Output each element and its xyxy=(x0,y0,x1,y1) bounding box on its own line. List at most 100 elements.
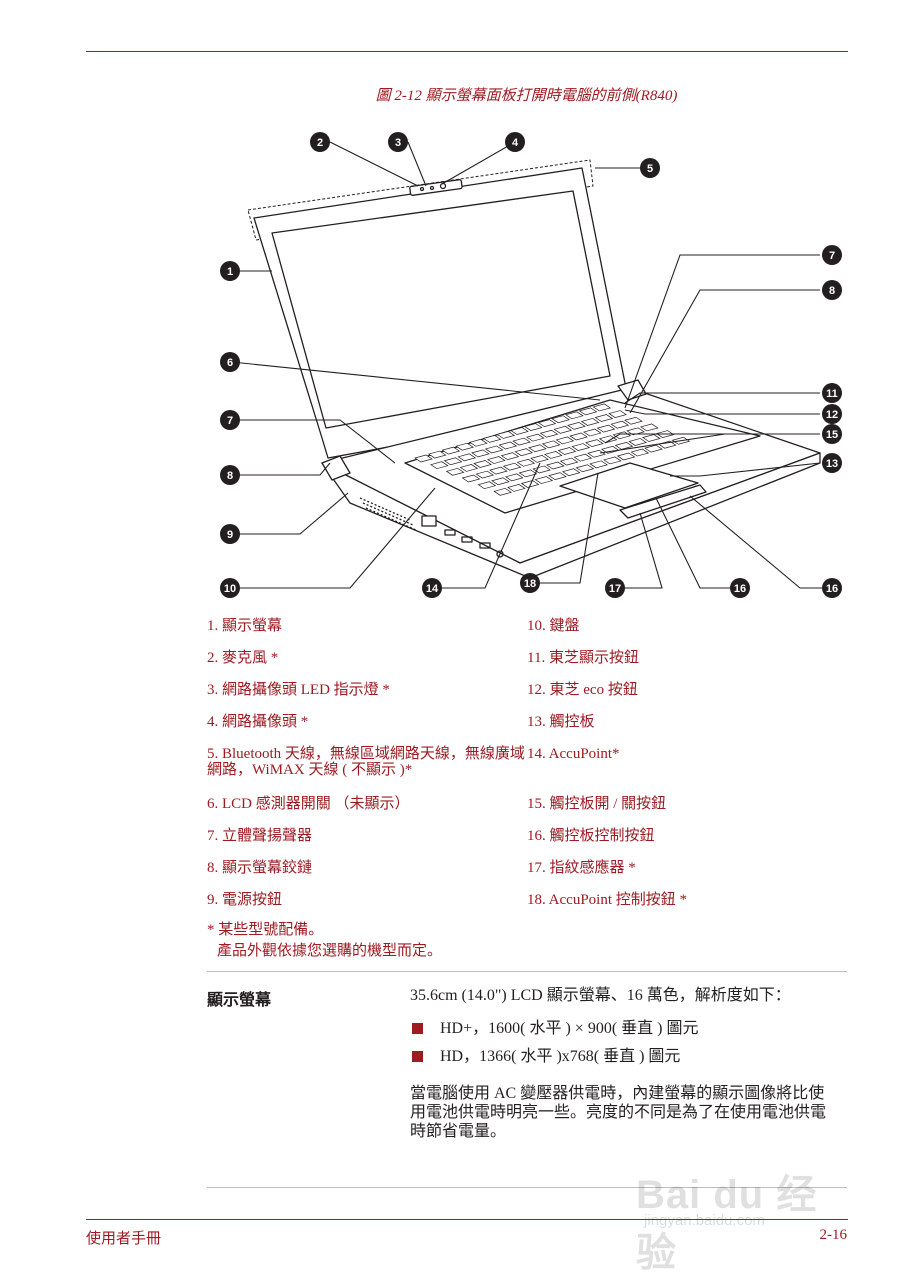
callout-number: 17 xyxy=(609,583,621,595)
screen-area xyxy=(271,190,611,429)
key xyxy=(578,407,598,416)
callout-number: 3 xyxy=(395,137,401,149)
model-note: * 某些型號配備。 產品外觀依據您選購的機型而定。 xyxy=(207,920,442,962)
key xyxy=(477,481,497,490)
callout-circle xyxy=(822,453,842,473)
callout-marker: 13 xyxy=(822,453,842,473)
callout-marker: 14 xyxy=(422,578,442,598)
key xyxy=(516,458,536,467)
callout-marker: 7 xyxy=(220,410,240,430)
callout-number: 5 xyxy=(647,163,653,175)
key xyxy=(548,472,567,480)
legend-item: 11. 東芝顯示按鈕 xyxy=(527,650,639,666)
legend-item: 6. LCD 感測器開關 （未顯示） xyxy=(207,796,410,812)
legend-item: 10. 鍵盤 xyxy=(527,618,580,634)
callout-marker: 15 xyxy=(822,424,842,444)
key xyxy=(567,422,586,430)
callout-marker: 16 xyxy=(730,578,750,598)
key xyxy=(543,451,563,459)
spec-intro: 35.6cm (14.0") LCD 顯示螢幕、16 萬色，解析度如下： xyxy=(410,987,791,1004)
usb-port-2 xyxy=(461,536,473,543)
key xyxy=(624,416,643,425)
callout-marker: 8 xyxy=(220,465,240,485)
usb-port-3 xyxy=(479,542,491,549)
key xyxy=(630,448,650,457)
callout-circle xyxy=(822,245,842,265)
touchpad-buttons xyxy=(619,484,707,519)
leader-lines xyxy=(231,141,830,589)
key xyxy=(594,414,614,422)
callout-number: 2 xyxy=(317,137,323,149)
key xyxy=(555,436,575,445)
key xyxy=(469,438,488,447)
key xyxy=(571,443,591,451)
bullet-square-icon xyxy=(412,1051,423,1062)
figure-caption: 圖 2-12 顯示螢幕面板打開時電腦的前側(R840) xyxy=(375,88,678,104)
key xyxy=(532,465,552,474)
key xyxy=(520,480,540,488)
component-legend: 1. 顯示螢幕 10. 鍵盤 2. 麥克風 * 11. 東芝顯示按鈕 3. 網路… xyxy=(207,618,847,912)
callout-number: 8 xyxy=(227,470,233,482)
laptop-drawing xyxy=(247,159,821,579)
callout-marker: 6 xyxy=(220,352,240,372)
section-divider xyxy=(207,1187,847,1188)
key xyxy=(457,453,477,462)
key xyxy=(459,464,479,472)
callout-circle xyxy=(822,578,842,598)
callout-circle xyxy=(388,132,408,152)
callout-circle xyxy=(640,158,660,178)
side-vents xyxy=(359,497,417,531)
footer-rule xyxy=(86,1219,848,1220)
callout-circle xyxy=(505,132,525,152)
callout-marker: 12 xyxy=(822,404,842,424)
key xyxy=(525,433,545,442)
callout-number: 6 xyxy=(227,357,233,369)
key xyxy=(628,438,648,446)
legend-item: 7. 立體聲揚聲器 xyxy=(207,828,313,844)
bullet-square-icon xyxy=(412,1023,423,1034)
resolution-list: HD+，1600( 水平 ) × 900( 垂直 ) 圖元 HD，1366( 水… xyxy=(410,1019,840,1066)
key xyxy=(491,477,510,486)
callout-number: 13 xyxy=(826,458,838,470)
legend-item: 3. 網路攝像頭 LED 指示燈 * xyxy=(207,682,390,698)
callout-circle xyxy=(822,424,842,444)
key xyxy=(608,410,627,418)
microphone-dot xyxy=(419,186,425,192)
list-item-text: HD+，1600( 水平 ) × 900( 垂直 ) 圖元 xyxy=(440,1020,699,1037)
usb-port-1 xyxy=(444,529,456,536)
spec-paragraph: 當電腦使用 AC 變壓器供電時，內建螢幕的顯示圖像將比使用電池供電時明亮一些。亮… xyxy=(410,1085,827,1140)
key xyxy=(475,470,495,479)
key xyxy=(504,473,524,482)
key xyxy=(573,453,593,462)
callout-circle xyxy=(220,410,240,430)
callout-number: 7 xyxy=(829,250,835,262)
key xyxy=(498,441,518,450)
key xyxy=(514,448,534,457)
callout-number: 1 xyxy=(227,266,233,278)
vga-port xyxy=(421,515,437,527)
key xyxy=(482,434,502,443)
key xyxy=(557,447,577,455)
key xyxy=(507,484,526,492)
key xyxy=(585,439,604,448)
key xyxy=(502,462,522,471)
key xyxy=(489,466,508,475)
key xyxy=(445,467,465,476)
key xyxy=(565,411,584,420)
key xyxy=(455,442,474,451)
callout-marker: 7 xyxy=(822,245,842,265)
watermark-url: jingyan.baidu.com xyxy=(644,1212,765,1229)
hinge-left xyxy=(321,455,351,481)
webcam-led xyxy=(429,185,435,191)
callout-number: 18 xyxy=(524,578,536,590)
callout-circle xyxy=(220,352,240,372)
note-line: 產品外觀依據您選購的機型而定。 xyxy=(217,943,443,959)
legend-item: 4. 網路攝像頭 * xyxy=(207,714,309,730)
key xyxy=(642,434,661,442)
callout-marker: 10 xyxy=(220,578,240,598)
callout-circle xyxy=(822,383,842,403)
key xyxy=(598,435,618,444)
callout-number: 10 xyxy=(224,583,236,595)
key xyxy=(523,423,543,431)
audio-jack xyxy=(496,550,504,558)
